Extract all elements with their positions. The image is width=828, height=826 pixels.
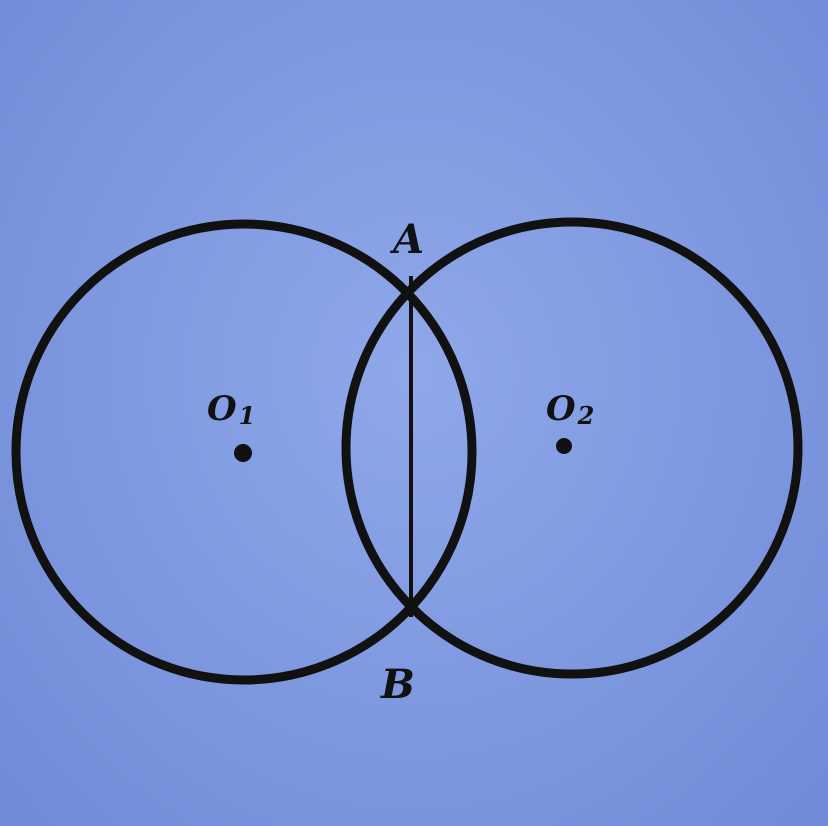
label-center-o1-subscript: 1 <box>239 401 256 430</box>
center-point-o1 <box>234 444 252 462</box>
label-point-b: B <box>380 661 415 708</box>
center-point-o2 <box>556 438 572 454</box>
circle-o2 <box>341 217 803 679</box>
label-center-o1: O1 <box>207 389 255 430</box>
label-center-o2-subscript: 2 <box>577 401 595 430</box>
label-center-o1-letter: O <box>207 389 237 429</box>
label-center-o2-letter: O <box>546 389 576 429</box>
circle-o1 <box>11 219 477 685</box>
label-point-a: A <box>389 216 424 263</box>
label-center-o2: O2 <box>546 389 594 430</box>
